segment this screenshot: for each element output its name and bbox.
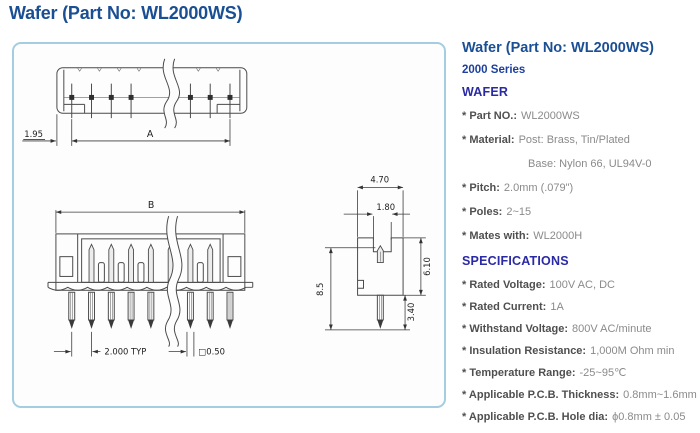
spec-row-rated-current: * Rated Current:1A	[462, 301, 698, 313]
dim-label-2000typ: 2.000 TYP	[104, 347, 146, 357]
row-value: WL2000WS	[521, 110, 580, 122]
drawing-panel: 1.95 A B	[12, 42, 446, 408]
spec-row-insulation-resistance: * Insulation Resistance:1,000M Ohm min	[462, 345, 698, 357]
spec-row-material-base: Base: Nylon 66, UL94V-0	[462, 158, 698, 170]
dim-label-a: A	[147, 129, 154, 140]
spec-row-rated-voltage: * Rated Voltage:100V AC, DC	[462, 279, 698, 291]
dim-label-b: B	[148, 200, 154, 211]
info-panel: Wafer (Part No: WL2000WS) 2000 Series WA…	[462, 40, 698, 433]
row-value: 800V AC/minute	[572, 323, 652, 335]
info-title: Wafer (Part No: WL2000WS)	[462, 40, 655, 56]
front-view: B	[47, 200, 254, 357]
dim-label-85: 8.5	[315, 283, 325, 296]
dim-label-340: 3.40	[406, 303, 416, 322]
row-value: 2~15	[506, 206, 532, 218]
spec-row-part-no: * Part NO.:WL2000WS	[462, 110, 698, 122]
row-label: * Rated Voltage:	[462, 279, 546, 291]
row-label: * Part NO.:	[462, 110, 518, 122]
dim-label-470: 4.70	[370, 174, 389, 184]
spec-row-pcb-thickness: * Applicable P.C.B. Thickness:0.8mm~1.6m…	[462, 389, 698, 401]
row-label: * Applicable P.C.B. Hole dia:	[462, 411, 609, 423]
section-specifications: SPECIFICATIONS	[462, 254, 569, 268]
row-value: -25~95℃	[579, 367, 627, 379]
spec-row-poles: * Poles:2~15	[462, 206, 698, 218]
row-value: 0.8mm~1.6mm	[623, 389, 697, 401]
page-title: Wafer (Part No: WL2000WS)	[9, 3, 243, 23]
spec-row-pitch: * Pitch:2.0mm (.079")	[462, 182, 698, 194]
dim-label-610: 6.10	[422, 257, 432, 276]
dim-label-180: 1.80	[376, 202, 395, 212]
row-value: 2.0mm (.079")	[503, 182, 574, 194]
row-label: * Mates with:	[462, 230, 530, 242]
spec-row-mates-with: * Mates with:WL2000H	[462, 230, 698, 242]
spec-row-material: * Material:Post: Brass, Tin/Plated	[462, 134, 698, 146]
row-value: WL2000H	[533, 230, 583, 242]
row-value: Base: Nylon 66, UL94V-0	[528, 158, 652, 170]
row-label: * Applicable P.C.B. Thickness:	[462, 389, 620, 401]
spec-row-withstand-voltage: * Withstand Voltage:800V AC/minute	[462, 323, 698, 335]
row-value: ϕ0.8mm ± 0.05	[612, 411, 686, 423]
spec-row-pcb-hole-dia: * Applicable P.C.B. Hole dia:ϕ0.8mm ± 0.…	[462, 411, 698, 423]
row-value: 1A	[550, 301, 564, 313]
dim-label-sq050: □0.50	[198, 347, 225, 357]
row-label: * Poles:	[462, 206, 503, 218]
row-label: * Temperature Range:	[462, 367, 576, 379]
row-label: * Insulation Resistance:	[462, 345, 587, 357]
row-value: Post: Brass, Tin/Plated	[518, 134, 630, 146]
row-label: * Material:	[462, 134, 515, 146]
section-wafer: WAFER	[462, 85, 509, 99]
dim-label-1-95: 1.95	[24, 129, 43, 139]
row-label: * Pitch:	[462, 182, 500, 194]
row-label: * Withstand Voltage:	[462, 323, 569, 335]
top-view: 1.95 A	[22, 58, 248, 146]
row-value: 100V AC, DC	[549, 279, 615, 291]
spec-row-temperature-range: * Temperature Range:-25~95℃	[462, 367, 698, 379]
series-label: 2000 Series	[462, 64, 526, 76]
row-value: 1,000M Ohm min	[590, 345, 675, 357]
side-view: 4.70 1.80 6.10 8.5 3.4	[315, 174, 432, 331]
row-label: * Rated Current:	[462, 301, 547, 313]
technical-drawing: 1.95 A B	[22, 58, 432, 357]
